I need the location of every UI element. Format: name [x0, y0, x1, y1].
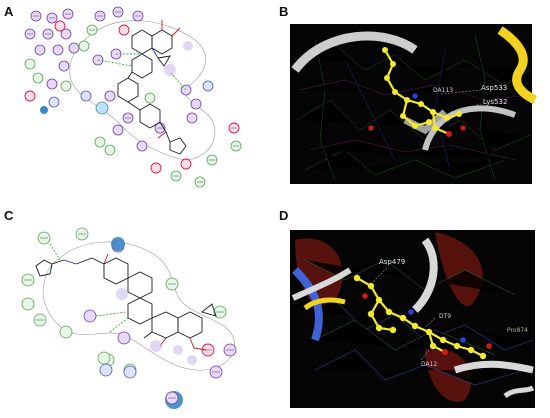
ligand-structure-c [35, 253, 217, 351]
residue-discs [21, 227, 237, 409]
pocket-outline [42, 241, 235, 371]
residue-label-d-1: Asp479 [379, 258, 405, 266]
h-bond-lines [49, 243, 129, 333]
ligand-ball-stick-b [368, 47, 466, 137]
panel-d: D [275, 200, 550, 413]
pocket-outline [69, 20, 216, 160]
h-bond-lines [97, 53, 187, 91]
panel-label-d: D [279, 208, 289, 223]
ligand-structure-a [117, 20, 187, 155]
panel-a: A [0, 0, 275, 200]
residue-label-d-2: DT9 [439, 313, 451, 320]
residue-label-b-2: Asp533 [481, 84, 507, 92]
render-3d-b: DA113 Asp533 Lys532 [290, 24, 538, 184]
panel-b: B [275, 0, 550, 200]
render-3d-d: Asp479 DT9 DA12 Pro874 [290, 230, 535, 408]
ligand-ball-stick-d [353, 274, 492, 360]
residue-discs [24, 6, 242, 188]
panel-label-b: B [279, 4, 289, 19]
residue-label-b-3: Lys532 [483, 98, 507, 106]
residue-label-d-3: DA12 [421, 361, 437, 368]
interaction-map-c [21, 227, 237, 409]
panel-c: C [0, 200, 275, 413]
residue-label-b-1: DA113 [433, 87, 453, 94]
panel-label-a: A [4, 4, 14, 19]
interaction-map-a [24, 6, 242, 188]
panel-label-c: C [4, 208, 14, 223]
residue-label-d-4: Pro874 [507, 327, 528, 334]
